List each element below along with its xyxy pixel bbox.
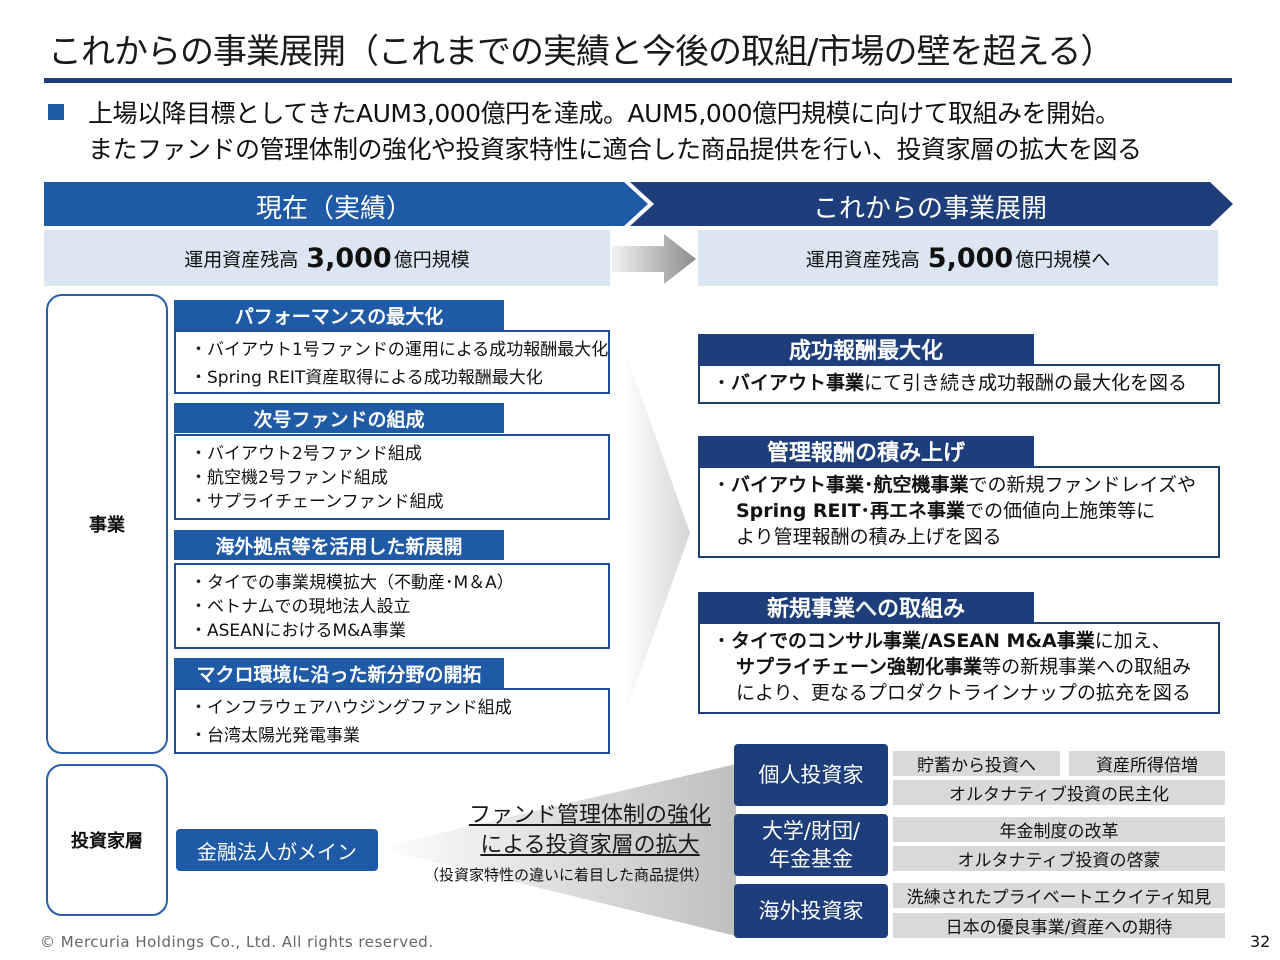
- investor-tag: 資産所得倍増: [1069, 751, 1225, 776]
- phase-banners: [44, 182, 1233, 226]
- current-section-list: タイでの事業規模拡大（不動産･M＆A） ベトナムでの現地法人設立 ASEANにお…: [174, 563, 610, 649]
- list-item: バイアウト1号ファンドの運用による成功報酬最大化: [190, 338, 608, 362]
- investor-tag: 年金制度の改革: [893, 817, 1225, 842]
- right-arrow-icon: [612, 234, 696, 284]
- title-underline: [44, 78, 1232, 83]
- list-item: Spring REIT資産取得による成功報酬最大化: [190, 366, 596, 390]
- investor-label-text: 投資家層: [71, 831, 143, 852]
- list-item: バイアウト2号ファンド組成: [190, 442, 596, 466]
- list-item: ASEANにおけるM&A事業: [190, 619, 596, 643]
- future-section-title: 成功報酬最大化: [698, 334, 1034, 364]
- current-banner-shape: [44, 182, 648, 226]
- current-aum-value: 3,000: [306, 242, 392, 274]
- future-line: により、更なるプロダクトラインナップの拡充を図る: [736, 682, 1191, 704]
- current-aum-suffix: 億円規模: [393, 248, 470, 271]
- institutional-investors-label: 大学/財団/ 年金基金: [734, 814, 888, 876]
- investor-expansion-line-1: ファンド管理体制の強化: [468, 803, 711, 828]
- current-aum-prefix: 運用資産残高: [184, 248, 299, 271]
- future-aum-prefix: 運用資産残高: [805, 248, 920, 271]
- future-section-box: ・バイアウト事業･航空機事業での新規ファンドレイズや Spring REIT･再…: [698, 466, 1220, 558]
- future-banner-label: これからの事業展開: [812, 194, 1047, 224]
- investor-tag: 日本の優良事業/資産への期待: [893, 913, 1225, 938]
- investor-funnel-shape: [376, 764, 736, 936]
- future-line: ・バイアウト事業にて引き続き成功報酬の最大化を図る: [712, 372, 1188, 394]
- investor-expansion-note: （投資家特性の違いに着目した商品提供）: [424, 866, 710, 884]
- current-section-list: バイアウト1号ファンドの運用による成功報酬最大化 Spring REIT資産取得…: [174, 330, 610, 394]
- current-banner-label: 現在（実績）: [255, 194, 412, 224]
- investor-tag: 貯蓄から投資へ: [893, 751, 1060, 776]
- investor-expansion-line-2: による投資家層の拡大: [480, 833, 700, 858]
- future-line: サプライチェーン強靭化事業等の新規事業への取組み: [736, 656, 1192, 678]
- current-section-title: 次号ファンドの組成: [174, 403, 504, 433]
- future-line: Spring REIT･再エネ事業での価値向上施策等に: [736, 500, 1156, 522]
- individual-investors-label: 個人投資家: [734, 744, 888, 806]
- list-item: インフラウェアハウジングファンド組成: [190, 696, 596, 720]
- business-label-text: 事業: [89, 515, 125, 536]
- future-aum-box: 運用資産残高 5,000 億円規模へ: [698, 230, 1218, 286]
- current-section-title: パフォーマンスの最大化: [174, 300, 504, 330]
- current-section-list: インフラウェアハウジングファンド組成 台湾太陽光発電事業: [174, 688, 610, 754]
- list-item: サプライチェーンファンド組成: [190, 490, 596, 514]
- future-aum-suffix: 億円規模へ: [1015, 248, 1111, 271]
- business-side-label: 事業: [46, 294, 168, 754]
- page-number: 32: [1250, 932, 1271, 951]
- investor-tag: オルタナティブ投資の民主化: [893, 780, 1225, 805]
- current-aum-box: 運用資産残高 3,000 億円規模: [44, 230, 610, 286]
- future-section-box: ・タイでのコンサル事業/ASEAN M&A事業に加え、 サプライチェーン強靭化事…: [698, 622, 1220, 714]
- list-item: ベトナムでの現地法人設立: [190, 595, 596, 619]
- future-section-title: 管理報酬の積み上げ: [698, 436, 1034, 466]
- list-item: タイでの事業規模拡大（不動産･M＆A）: [190, 571, 596, 595]
- transition-arrow-shape: [623, 345, 690, 720]
- investor-tag: オルタナティブ投資の啓蒙: [893, 846, 1225, 871]
- copyright-footer: © Mercuria Holdings Co., Ltd. All rights…: [40, 933, 434, 951]
- future-line: ・バイアウト事業･航空機事業での新規ファンドレイズや: [712, 474, 1196, 496]
- future-section-title: 新規事業への取組み: [698, 592, 1034, 622]
- future-line: より管理報酬の積み上げを図る: [736, 526, 1002, 548]
- future-section-box: ・バイアウト事業にて引き続き成功報酬の最大化を図る: [698, 364, 1220, 404]
- future-line: ・タイでのコンサル事業/ASEAN M&A事業に加え、: [712, 630, 1171, 652]
- investor-side-label: 投資家層: [46, 764, 168, 916]
- lead-line-2: またファンドの管理体制の強化や投資家特性に適合した商品提供を行い、投資家層の拡大…: [88, 135, 1142, 164]
- current-section-title: マクロ環境に沿った新分野の開拓: [174, 658, 504, 688]
- current-section-title: 海外拠点等を活用した新展開: [174, 530, 504, 560]
- list-item: 航空機2号ファンド組成: [190, 466, 596, 490]
- square-bullet-icon: [48, 104, 64, 120]
- overseas-investors-label: 海外投資家: [734, 884, 888, 938]
- page-title: これからの事業展開（これまでの実績と今後の取組/市場の壁を超える）: [48, 32, 1114, 72]
- investor-tag: 洗練されたプライベートエクイティ知見: [893, 883, 1225, 908]
- future-aum-value: 5,000: [927, 242, 1014, 274]
- current-section-list: バイアウト2号ファンド組成 航空機2号ファンド組成 サプライチェーンファンド組成: [174, 434, 610, 520]
- list-item: 台湾太陽光発電事業: [190, 724, 596, 748]
- financial-institutions-pill: 金融法人がメイン: [176, 829, 378, 871]
- future-banner-shape: [630, 182, 1233, 226]
- lead-line-1: 上場以降目標としてきたAUM3,000億円を達成。AUM5,000億円規模に向け…: [88, 99, 1120, 128]
